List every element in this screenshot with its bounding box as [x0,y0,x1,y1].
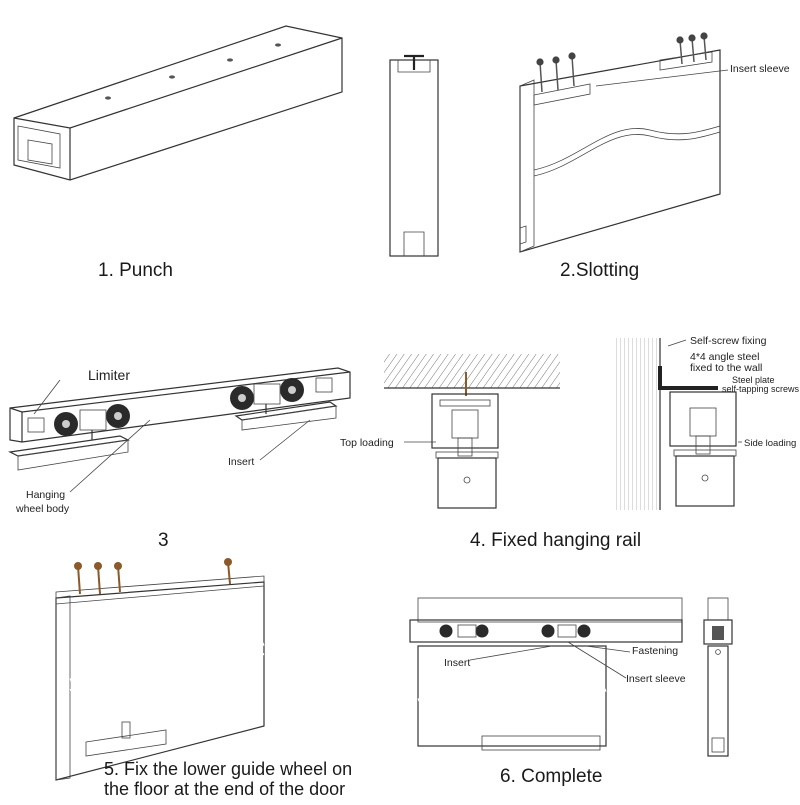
step-5-caption: 5. Fix the lower guide wheel on the floo… [104,759,352,799]
step-1-caption: 1. Punch [98,260,173,281]
label-insert-sleeve: Insert sleeve [730,63,790,75]
label-fixed-wall: fixed to the wall [690,362,762,374]
label-hanging: Hanging [26,489,65,501]
limiter-block [27,417,45,433]
rail-profile-punch [13,25,343,181]
label-insert-6: Insert [444,657,470,669]
door-slotted: Insert sleeve [519,32,790,253]
step-4-caption: 4. Fixed hanging rail [470,530,642,551]
label-side-loading: Side loading [744,438,796,449]
punch-holes [105,43,281,100]
door-edge-section [389,54,439,257]
label-top-loading: Top loading [340,437,394,449]
wheel-icon [54,378,304,436]
door-complete-side [703,597,733,757]
screw-icon [536,32,708,93]
label-angle-steel: 4*4 angle steel [690,351,759,363]
step-5-caption-line1: 5. Fix the lower guide wheel on [104,759,353,779]
screw-icon [74,558,232,595]
top-loading-section: Top loading [340,354,560,509]
label-insert: Insert [228,456,254,468]
step-6-caption: 6. Complete [500,766,603,787]
t-insert-icon [404,54,424,70]
label-fastening: Fastening [632,645,678,657]
label-steel-plate: Steel plate [732,375,775,385]
wheel-track-assembly: Limiter Insert Hanging wheel body [8,367,351,515]
step-3-caption: 3 [158,530,169,551]
wheel-icon [439,624,591,638]
door-complete-front: Insert Fastening Insert sleeve [409,597,686,751]
label-tapping-screws: self-tapping screws [722,384,800,394]
label-self-screw: Self-screw fixing [690,335,767,347]
label-wheel-body: wheel body [15,503,70,515]
glass-door [55,558,265,781]
label-limiter: Limiter [88,367,130,383]
step-5-caption-line2: the floor at the end of the door [104,779,346,799]
angle-steel [658,366,718,390]
side-loading-section: Self-screw fixing 4*4 angle steel fixed … [616,335,800,510]
step-2-caption: 2.Slotting [560,260,640,281]
label-insert-sleeve-6: Insert sleeve [626,673,686,685]
